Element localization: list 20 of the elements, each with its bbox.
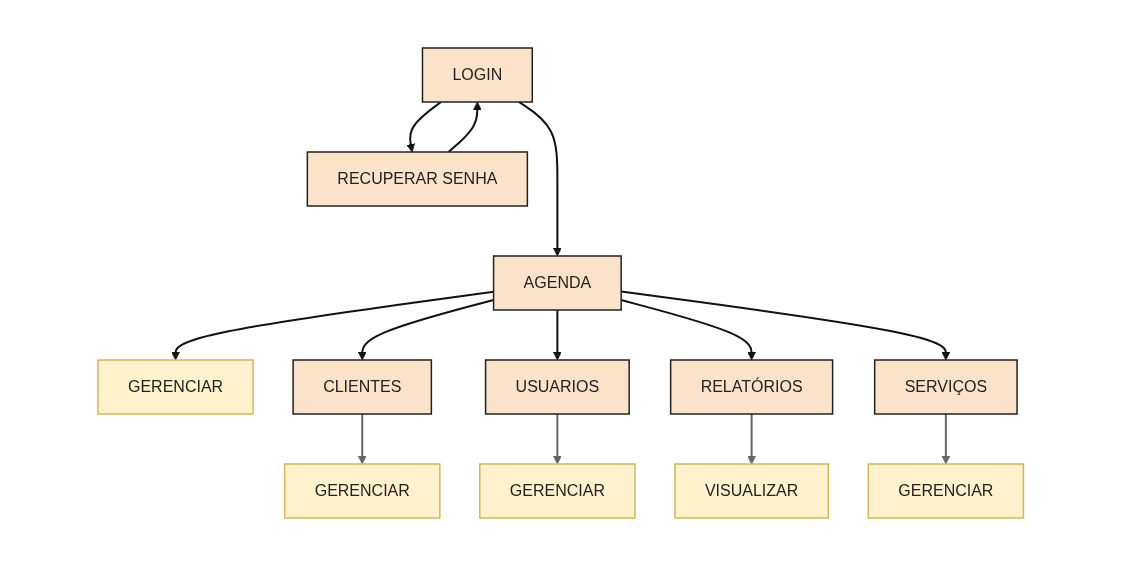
node-box: LOGIN bbox=[421, 47, 533, 103]
node-box: VISUALIZAR bbox=[673, 463, 829, 519]
node-box: GERENCIAR bbox=[283, 463, 441, 519]
arrow bbox=[552, 309, 562, 361]
node-box: GERENCIAR bbox=[478, 463, 636, 519]
arrow bbox=[517, 101, 562, 257]
node-box: SERVIÇOS bbox=[873, 359, 1018, 415]
node-box: RELATÓRIOS bbox=[669, 359, 834, 415]
node-box: AGENDA bbox=[492, 255, 622, 311]
arrow bbox=[747, 413, 756, 465]
node-box: CLIENTES bbox=[292, 359, 432, 415]
arrow bbox=[406, 101, 442, 153]
node-box: GERENCIAR bbox=[867, 463, 1024, 519]
node-box: USUARIOS bbox=[484, 359, 630, 415]
arrow bbox=[552, 413, 562, 465]
node-box: GERENCIAR bbox=[97, 359, 254, 415]
arrow bbox=[941, 413, 951, 465]
node-box: RECUPERAR SENHA bbox=[306, 151, 528, 207]
arrow bbox=[357, 413, 367, 465]
arrow bbox=[447, 101, 482, 153]
